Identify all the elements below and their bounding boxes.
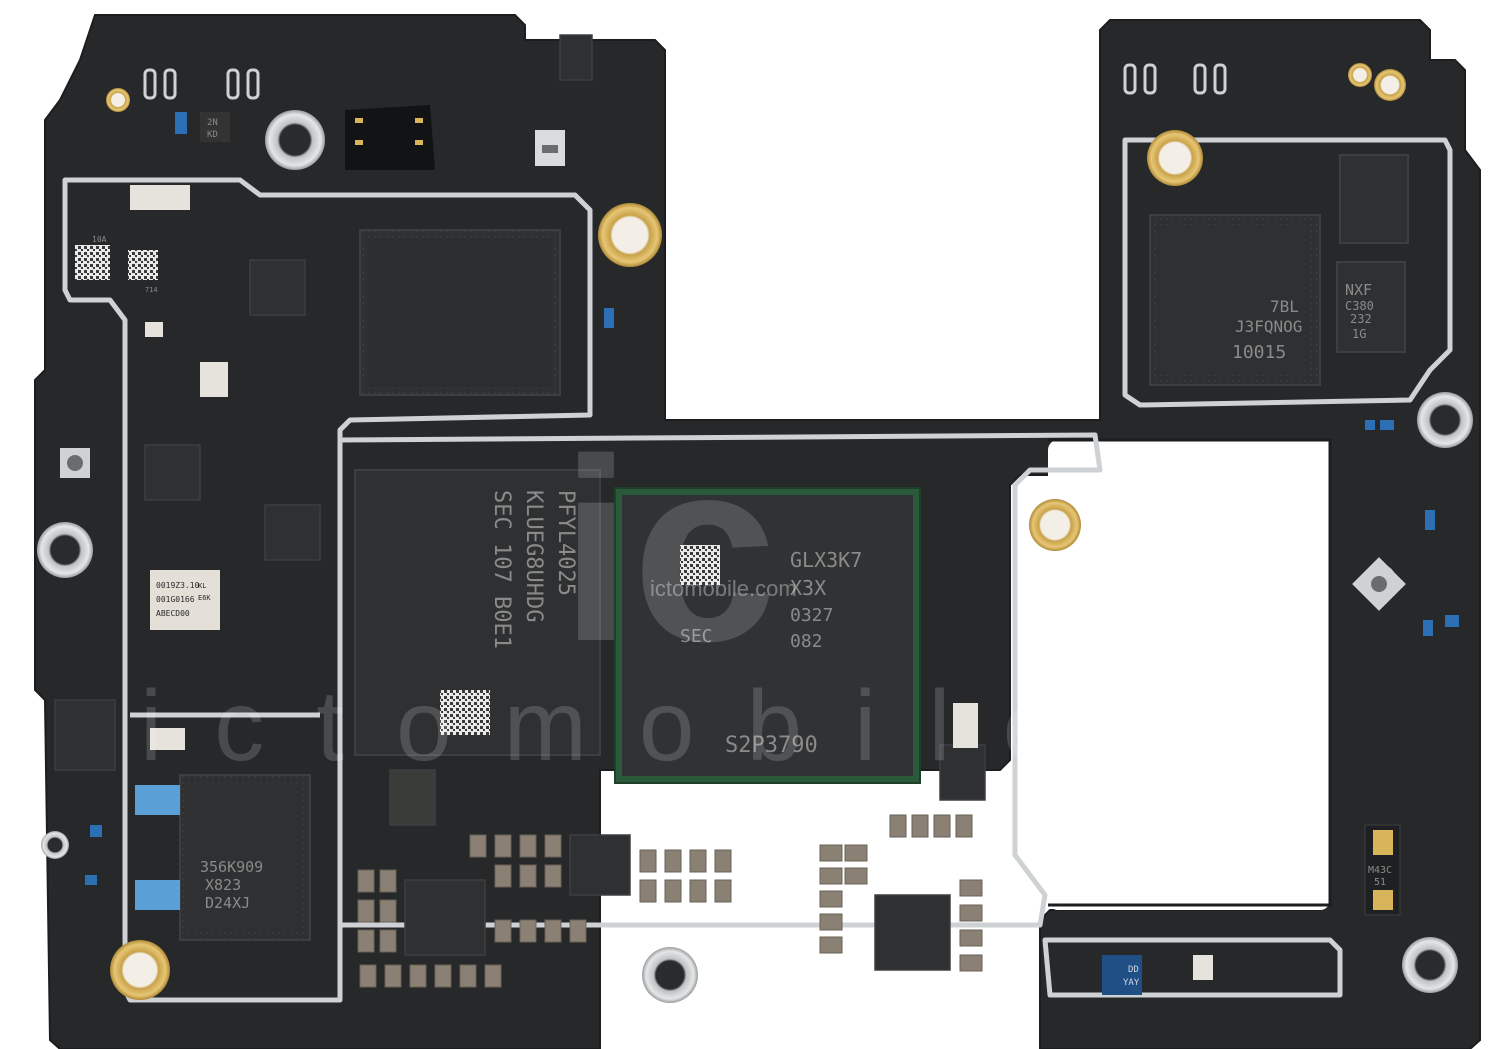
label-sticker <box>150 570 220 630</box>
storage-chip-line-3: PFYL4025 <box>553 490 578 596</box>
dd-chip-line-1: DD <box>1128 965 1139 975</box>
processor-chip-vendor: SEC <box>680 626 713 647</box>
rf-module-line-3: 10015 <box>1232 342 1286 363</box>
nxp-chip-line-1: NXF <box>1345 281 1372 299</box>
processor-chip-line-1: GLX3K7 <box>790 548 862 572</box>
tiny-714-label: 714 <box>145 286 158 294</box>
black-glue-patch <box>345 105 435 170</box>
tiny-10a-label: 10A <box>92 235 107 244</box>
pmic-chip-line-2: X823 <box>205 876 241 894</box>
nxp-chip-line-3: 232 <box>1350 312 1372 326</box>
capacitor-array <box>357 814 983 988</box>
processor-chip-qr <box>680 545 720 585</box>
rf-module-line-2: J3FQNOG <box>1235 317 1302 336</box>
watermark-brand: ictomobile <box>140 670 1110 782</box>
label-sticker-line-1: 0019Z3.10 <box>156 581 200 590</box>
medium-chips <box>54 34 986 971</box>
gold-mounting-holes <box>106 63 1406 1000</box>
board-edge-right <box>1048 438 1332 907</box>
pmic-chip-line-1: 356K909 <box>200 858 263 876</box>
storage-chip-qr <box>440 690 490 735</box>
label-sticker-line-2: 001G0166 <box>156 595 195 604</box>
blue-components <box>85 112 1459 910</box>
watermark: ic ictomobile.com ictomobile <box>140 406 1110 782</box>
processor-chip-line-4: 082 <box>790 631 823 652</box>
watermark-logo: ic <box>560 406 777 696</box>
label-sticker-line-3: ABECD00 <box>156 609 190 618</box>
qr-sticker-1 <box>75 245 110 280</box>
small-2n-line-2: KD <box>207 130 218 140</box>
silver-mounting-holes <box>37 110 1473 1003</box>
pmic-chip-line-3: D24XJ <box>205 894 250 912</box>
top-connectors <box>143 63 1227 100</box>
storage-chip-line-2: KLUEG8UHDG <box>521 490 546 622</box>
rf-module-line-1: 7BL <box>1270 297 1299 316</box>
storage-chip-line-1: SEC 107 B0E1 <box>489 490 514 649</box>
processor-chip-line-2: X3X <box>790 576 826 600</box>
label-sticker2-line-2: E6K <box>198 594 211 602</box>
processor-chip-line-3: 0327 <box>790 605 833 626</box>
qr-sticker-2 <box>128 250 158 280</box>
nxp-chip <box>1336 261 1406 353</box>
small-2n-line-1: 2N <box>207 118 218 128</box>
shield-frames <box>62 137 1453 1003</box>
nxp-chip-line-4: 1G <box>1352 327 1366 341</box>
dd-chip <box>1102 955 1142 995</box>
label-sticker2-line-1: KL <box>198 582 206 590</box>
nxp-chip-line-2: C380 <box>1345 299 1374 313</box>
codec-line-2: 51 <box>1374 877 1386 888</box>
codec-line-1: M43C <box>1368 865 1392 876</box>
dd-chip-line-2: YAY <box>1123 978 1140 988</box>
board-cutout <box>1048 440 1330 910</box>
upper-right-chip <box>1339 154 1409 244</box>
small-2n-chip <box>200 112 230 142</box>
watermark-url: ictomobile.com <box>650 576 797 601</box>
processor-chip-bottom: S2P3790 <box>725 733 818 758</box>
